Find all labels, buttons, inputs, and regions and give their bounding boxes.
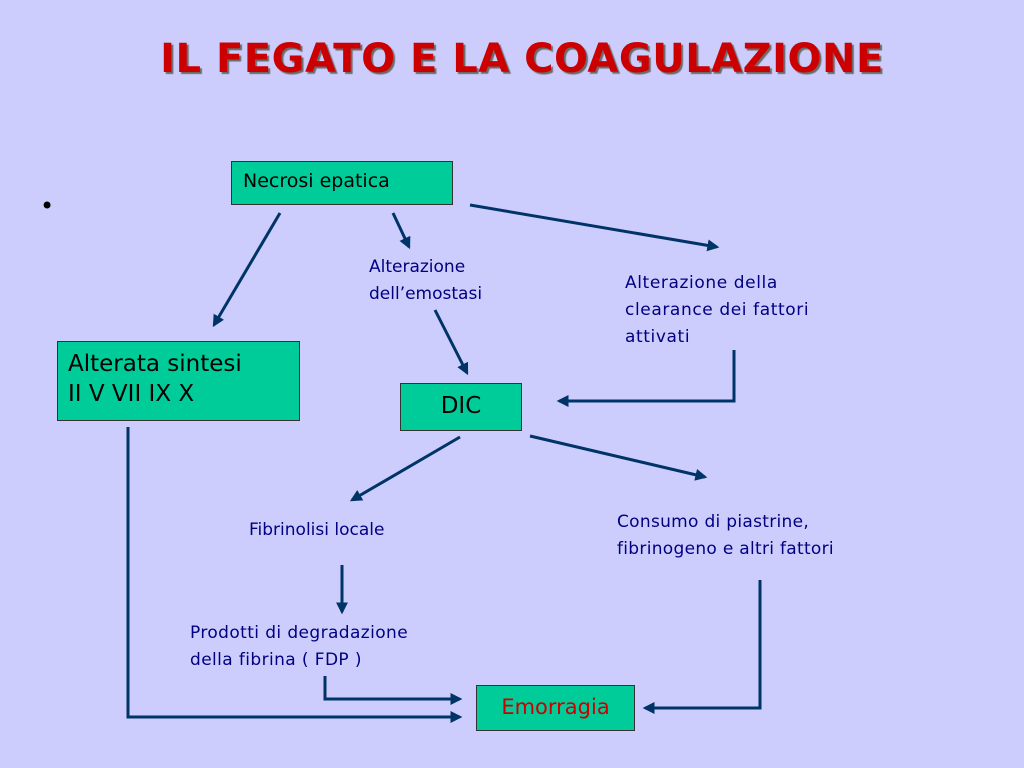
node-alterazione-emostasi: Alterazione dell’emostasi: [369, 257, 483, 304]
arrow-necrosi-to-sintesi: [212, 212, 282, 328]
arrow-clearance-to-dic: [556, 350, 736, 407]
arrow-sintesi-to-emorragia: [126, 427, 463, 723]
node-dic: DIC: [400, 383, 522, 431]
arrow-necrosi-to-clearance: [469, 203, 720, 252]
node-fibrinolisi-locale: Fibrinolisi locale: [249, 520, 385, 540]
bullet-point: •: [40, 192, 55, 220]
arrow-dic-to-consumo: [529, 434, 708, 481]
arrow-prodotti-to-emorragia: [323, 676, 463, 705]
arrow-necrosi-to-emostasi: [391, 212, 411, 250]
node-emorragia: Emorragia: [476, 685, 635, 731]
node-consumo: Consumo di piastrine, fibrinogeno e altr…: [617, 512, 834, 559]
arrow-emostasi-to-dic: [433, 309, 469, 376]
slide-title: IL FEGATO E LA COAGULAZIONE: [160, 36, 884, 82]
arrow-dic-to-fibrinolisi: [349, 435, 461, 502]
node-prodotti-degradazione: Prodotti di degradazione della fibrina (…: [190, 623, 409, 670]
node-alterata-sintesi: Alterata sintesi II V VII IX X: [57, 341, 300, 421]
arrow-consumo-to-emorragia: [642, 580, 762, 714]
node-necrosi-epatica: Necrosi epatica: [231, 161, 453, 205]
node-alterazione-clearance: Alterazione della clearance dei fattori …: [625, 273, 810, 347]
